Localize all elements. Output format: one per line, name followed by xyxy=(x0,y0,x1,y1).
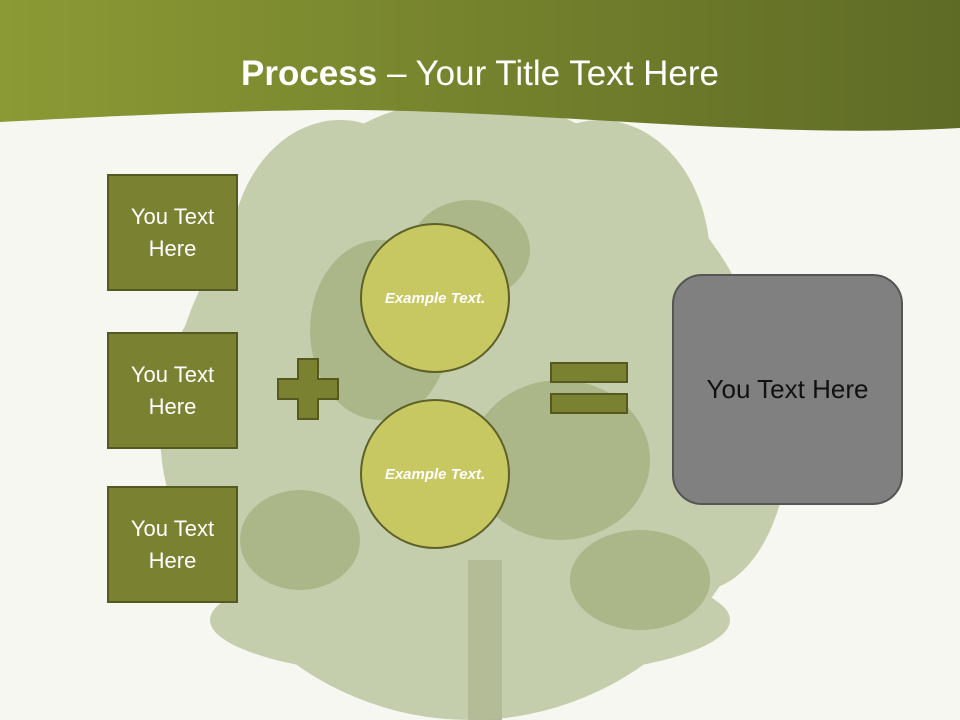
result-box: You Text Here xyxy=(672,274,903,505)
page-title: Process – Your Title Text Here xyxy=(0,52,960,96)
plus-icon xyxy=(277,358,339,420)
equals-icon xyxy=(550,362,628,414)
title-bold: Process xyxy=(241,54,378,93)
input-box-2: You Text Here xyxy=(107,332,238,449)
example-circle-1: Example Text. xyxy=(360,223,510,373)
example-circle-2: Example Text. xyxy=(360,399,510,549)
input-box-3: You Text Here xyxy=(107,486,238,603)
title-rest: – Your Title Text Here xyxy=(377,54,719,93)
header-band xyxy=(0,0,960,131)
input-box-1: You Text Here xyxy=(107,174,238,291)
